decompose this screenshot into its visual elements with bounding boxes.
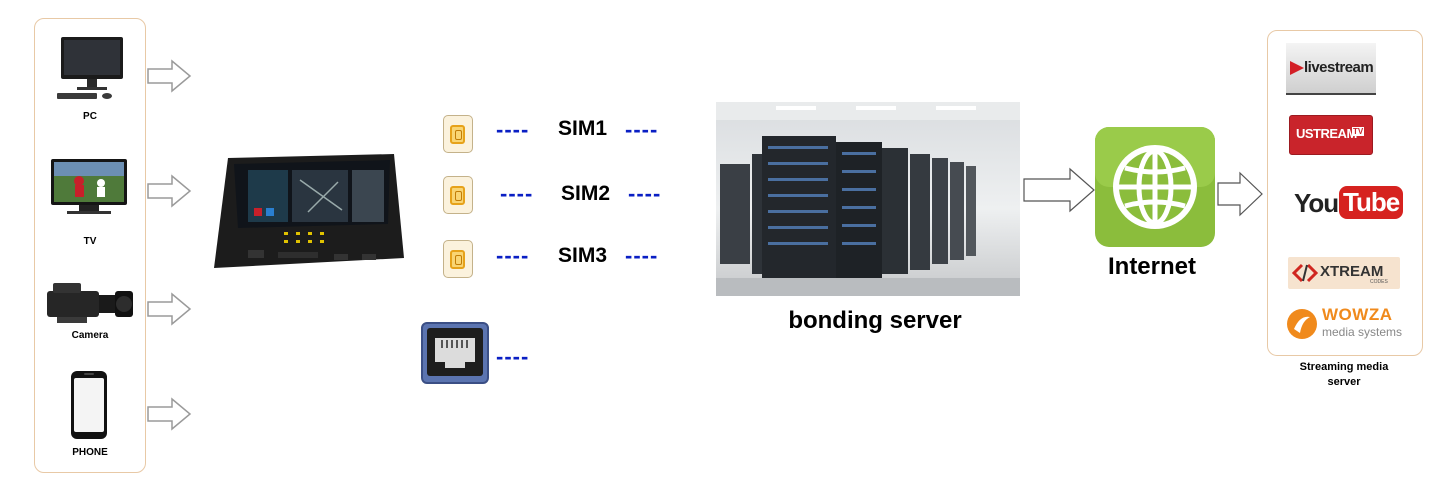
phone-icon — [71, 371, 107, 439]
streaming-panel-label: Streaming media server — [1267, 360, 1421, 390]
xtream-mark-icon — [1292, 263, 1318, 283]
pc-label: PC — [83, 111, 97, 122]
server-to-internet-arrow-icon — [1023, 167, 1095, 213]
wowza-logo: WOWZA media systems — [1286, 305, 1406, 347]
xtream-text: XTREAM — [1320, 263, 1384, 280]
tv-arrow-icon — [147, 174, 192, 208]
sim1-card-icon — [443, 115, 473, 153]
bonding-server-label: bonding server — [788, 307, 962, 334]
sim2-card-icon — [443, 176, 473, 214]
youtube-logo: You Tube — [1294, 184, 1404, 224]
ethernet-dashes: ---- — [496, 344, 530, 369]
ustream-text: USTREAM — [1296, 126, 1357, 141]
server-room-image — [716, 102, 1020, 296]
wowza-mark-icon — [1287, 309, 1317, 339]
youtube-you-text: You — [1294, 188, 1339, 218]
ustream-logo: USTREAM TV — [1289, 115, 1373, 155]
livestream-logo: livestream — [1286, 43, 1376, 95]
sim1-label: SIM1 — [558, 117, 608, 140]
xtream-logo: XTREAM CODES — [1288, 257, 1400, 289]
sim2-label: SIM2 — [561, 182, 611, 205]
ethernet-port-icon — [421, 322, 489, 384]
youtube-tube-text: Tube — [1339, 186, 1404, 219]
ustream-tv-badge: TV — [1352, 127, 1365, 136]
camera-icon — [47, 283, 133, 323]
livestream-text: livestream — [1304, 59, 1374, 76]
camera-arrow-icon — [147, 292, 192, 326]
wowza-sub-text: media systems — [1322, 325, 1403, 339]
sim1-right-dashes: ---- — [625, 117, 659, 142]
globe-icon — [1095, 127, 1215, 247]
tv-label: TV — [83, 236, 97, 247]
camera-label: Camera — [71, 330, 109, 341]
tv-icon — [51, 159, 127, 214]
xtream-sub-text: CODES — [1370, 279, 1388, 285]
sim3-left-dashes: ---- — [496, 243, 530, 268]
sim3-right-dashes: ---- — [625, 243, 659, 268]
livestream-mark-icon — [1290, 61, 1304, 75]
pc-icon — [57, 37, 123, 99]
sources-panel: PC TV Camera PHONE — [34, 18, 146, 473]
streaming-servers-panel: livestream USTREAM TV You Tube XTREAM CO… — [1267, 30, 1423, 356]
sim1-left-dashes: ---- — [496, 117, 530, 142]
pc-arrow-icon — [147, 59, 192, 93]
internet-to-streaming-arrow-icon — [1217, 171, 1263, 217]
sim2-left-dashes: ---- — [500, 181, 534, 206]
streaming-panel-label-line2: server — [1327, 376, 1361, 388]
sim3-label: SIM3 — [558, 244, 608, 267]
wowza-text: WOWZA — [1322, 305, 1393, 324]
phone-label: PHONE — [72, 447, 108, 458]
sim2-right-dashes: ---- — [628, 181, 662, 206]
internet-label: Internet — [1107, 253, 1196, 280]
sim3-card-icon — [443, 240, 473, 278]
streaming-panel-label-line1: Streaming media — [1299, 361, 1389, 373]
phone-arrow-icon — [147, 397, 192, 431]
bonding-encoder-device-icon — [214, 154, 404, 268]
